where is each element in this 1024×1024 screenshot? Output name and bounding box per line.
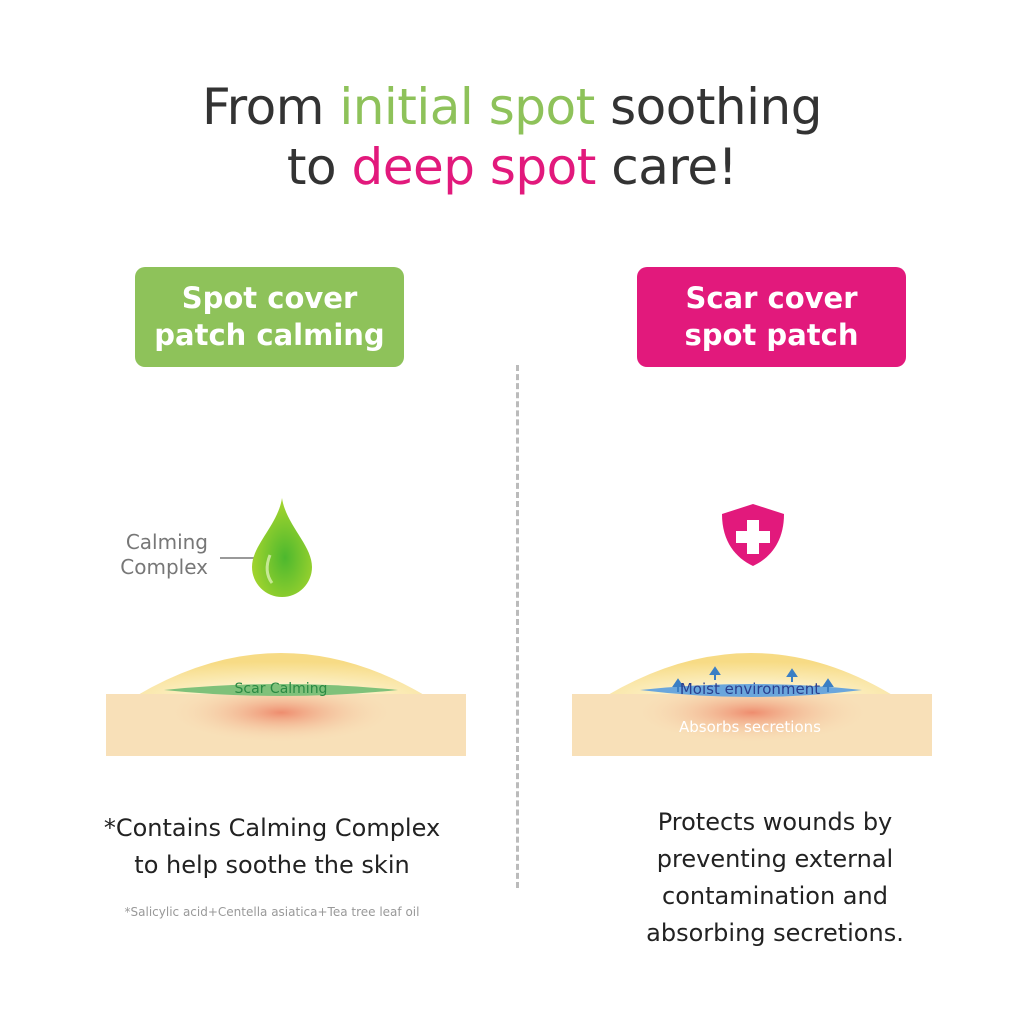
badge-line: Spot cover bbox=[181, 281, 358, 315]
description-line: contamination and bbox=[662, 882, 888, 910]
calming-description: *Contains Calming Complex to help soothe … bbox=[52, 810, 492, 884]
description-line: absorbing secretions. bbox=[646, 919, 904, 947]
divider bbox=[516, 365, 519, 888]
headline-text: soothing bbox=[594, 78, 822, 136]
badge-line: Scar cover bbox=[685, 281, 858, 315]
scar-description: Protects wounds by preventing external con… bbox=[560, 804, 990, 952]
skin-diagram-calming bbox=[106, 653, 466, 756]
skin-diagram-scar bbox=[572, 653, 932, 756]
absorbs-secretions-label: Absorbs secretions bbox=[679, 718, 821, 736]
label-line: Calming bbox=[125, 530, 208, 554]
badge-line: patch calming bbox=[154, 318, 385, 352]
badge-line: spot patch bbox=[684, 318, 859, 352]
headline-highlight-green: initial spot bbox=[339, 78, 595, 136]
headline-text: care! bbox=[595, 138, 738, 196]
moist-environment-label: Moist environment bbox=[679, 680, 821, 698]
headline-text: From bbox=[202, 78, 340, 136]
headline-line-2: to deep spot care! bbox=[0, 138, 1024, 196]
scar-calming-label: Scar Calming bbox=[234, 681, 328, 697]
label-leader-line bbox=[220, 557, 254, 559]
droplet-icon bbox=[252, 498, 312, 597]
headline-line-1: From initial spot soothing bbox=[0, 78, 1024, 136]
headline-text: to bbox=[286, 138, 352, 196]
description-line: *Contains Calming Complex bbox=[103, 814, 441, 842]
shield-plus-icon bbox=[722, 504, 784, 566]
moisture-arrows bbox=[672, 666, 834, 692]
description-line: preventing external bbox=[656, 845, 894, 873]
headline-highlight-pink: deep spot bbox=[351, 138, 596, 196]
label-line: Complex bbox=[120, 555, 208, 579]
ingredient-footnote: *Salicylic acid+Centella asiatica+Tea tr… bbox=[124, 905, 420, 919]
description-line: Protects wounds by bbox=[657, 808, 893, 836]
description-line: to help soothe the skin bbox=[134, 851, 410, 879]
